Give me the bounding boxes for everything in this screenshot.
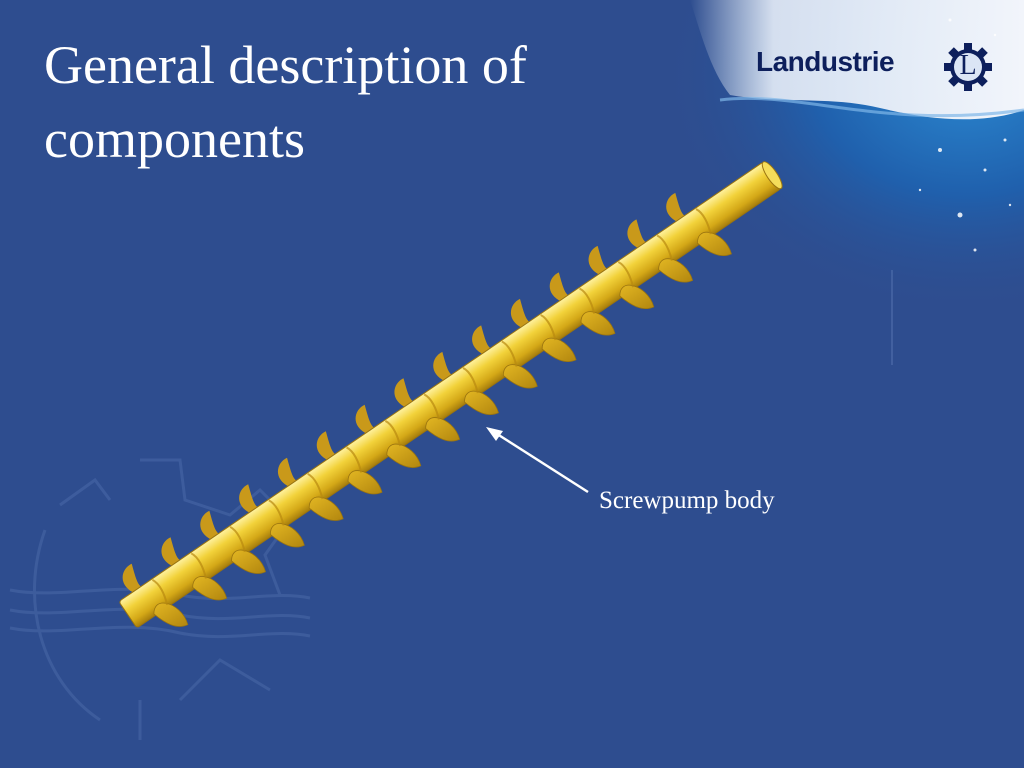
screw-flight-wrap: [695, 208, 712, 235]
slide-title: General description of components: [44, 28, 684, 176]
screw-flight-front: [464, 390, 499, 415]
screw-flight-wrap: [229, 525, 246, 553]
screw-flight-wrap: [578, 287, 596, 314]
screw-flight-wrap: [384, 420, 402, 447]
screw-flight-back: [666, 192, 687, 223]
screw-flight-wrap: [307, 473, 324, 500]
screw-flight-front: [153, 602, 189, 627]
screw-flight-front: [697, 231, 732, 257]
screw-flight-front: [386, 443, 422, 468]
screw-flight-wrap: [617, 261, 634, 288]
slide-title-line-2: components: [44, 109, 305, 169]
screw-flight-back: [355, 404, 377, 435]
screw-flight-wrap: [151, 578, 169, 606]
screw-shaft: [119, 162, 781, 628]
screw-flight-front: [269, 523, 305, 548]
screw-flight-back: [433, 351, 454, 382]
screw-flight-front: [619, 284, 655, 310]
screw-flight-back: [122, 563, 144, 594]
screw-flight-front: [502, 364, 538, 389]
screw-flight-front: [658, 258, 694, 283]
slide-title-line-1: General description of: [44, 35, 527, 95]
screw-flight-wrap: [462, 367, 479, 394]
screw-flights-front: [151, 208, 732, 627]
screw-flight-wrap: [501, 340, 518, 367]
screw-flight-front: [231, 549, 266, 574]
screw-flight-wrap: [190, 552, 207, 579]
screw-flight-front: [541, 337, 577, 363]
screwpump-body-label: Screwpump body: [599, 487, 775, 514]
screw-flight-front: [308, 496, 344, 521]
screw-flight-back: [394, 378, 415, 408]
shaft-end-cap: [761, 161, 783, 190]
screw-flight-back: [472, 325, 493, 355]
screw-flight-wrap: [656, 234, 673, 261]
screw-flight-back: [316, 431, 338, 461]
screw-flight-wrap: [268, 499, 285, 526]
screw-flight-back: [200, 510, 221, 541]
screw-flight-wrap: [346, 446, 363, 473]
screw-flight-back: [510, 298, 532, 329]
screw-flight-back: [627, 219, 648, 249]
screw-flight-back: [549, 272, 571, 302]
screw-flight-front: [192, 576, 228, 601]
screw-flight-back: [588, 245, 609, 276]
screw-flight-back: [277, 457, 299, 488]
screw-flight-front: [347, 470, 383, 495]
screw-flight-front: [580, 311, 616, 336]
screw-flight-wrap: [423, 393, 440, 420]
water-corner-decoration: [640, 0, 1024, 365]
screw-flight-front: [425, 417, 461, 442]
screwpump-body-illustration: [119, 161, 783, 628]
screw-flight-back: [161, 537, 182, 567]
screw-flight-wrap: [540, 314, 557, 341]
callout-arrow: [486, 427, 589, 494]
screw-flight-back: [239, 484, 260, 514]
screw-flights-back: [122, 192, 687, 594]
